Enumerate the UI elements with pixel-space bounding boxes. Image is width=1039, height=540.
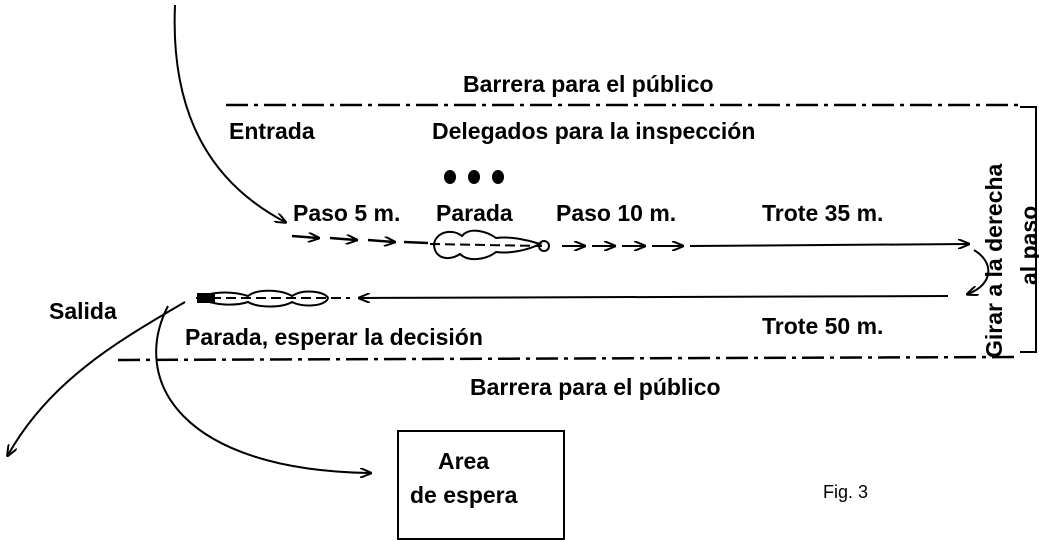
right-bracket bbox=[1020, 106, 1037, 353]
halt-label: Parada bbox=[436, 200, 513, 226]
turn-right-arrow bbox=[968, 249, 990, 294]
walk-5m-label: Paso 5 m. bbox=[293, 200, 401, 226]
entrance-label: Entrada bbox=[229, 118, 315, 144]
horse-return bbox=[196, 289, 350, 308]
public-barrier-bottom-line bbox=[117, 355, 1021, 362]
walk-10m-label: Paso 10 m. bbox=[556, 200, 677, 226]
halt-await-decision-label: Parada, esperar la decisión bbox=[185, 324, 483, 350]
turn-right-label: Girar a la derecha bbox=[981, 163, 1007, 358]
delegates-dots bbox=[444, 170, 504, 184]
trot-35m-label: Trote 35 m. bbox=[762, 200, 884, 226]
exit-path-arrow bbox=[8, 301, 186, 455]
to-waiting-area-arrow bbox=[155, 305, 370, 473]
public-barrier-top-label: Barrera para el público bbox=[463, 71, 714, 97]
public-barrier-bottom-label: Barrera para el público bbox=[470, 374, 721, 400]
exit-label: Salida bbox=[49, 298, 117, 324]
trot-35m-arrow bbox=[689, 244, 968, 246]
inspection-delegates-label: Delegados para la inspección bbox=[432, 118, 756, 144]
entry-path-arrow bbox=[173, 4, 285, 222]
figure-caption: Fig. 3 bbox=[823, 482, 869, 502]
waiting-area-label-line1: Area bbox=[438, 448, 490, 474]
trot-50m-label: Trote 50 m. bbox=[762, 313, 884, 339]
waiting-area-label-line2: de espera bbox=[410, 482, 518, 508]
trot-50m-arrow bbox=[360, 296, 949, 298]
walk-5m-arrows bbox=[291, 236, 429, 243]
at-walk-label: al paso bbox=[1016, 205, 1039, 285]
horse-outbound bbox=[429, 229, 550, 260]
